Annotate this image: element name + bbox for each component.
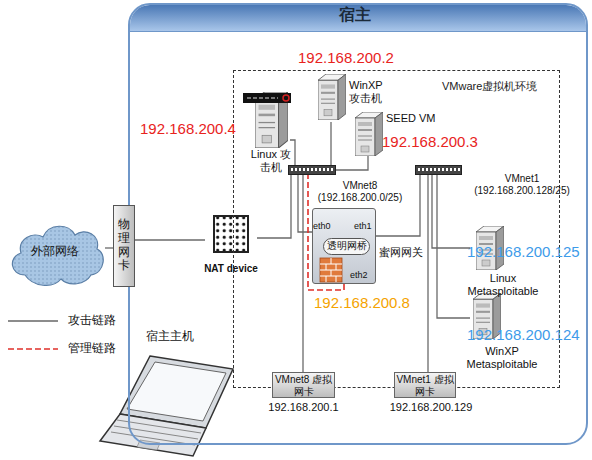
server-node: 192.168.200.125Linux Metasploitable	[470, 224, 532, 294]
node-label: VMnet1 (192.168.200.128/25)	[472, 173, 572, 196]
gateway-graphic	[336, 264, 337, 270]
node-sublabel: 192.168.200.129	[376, 401, 486, 414]
node-label: 192.168.200.2	[298, 49, 410, 66]
bridge-ellipse: 透明网桥	[323, 238, 370, 255]
node-label: 192.168.200.124	[467, 326, 592, 343]
legend-text: 管理链路	[68, 342, 116, 356]
attack-link	[257, 175, 291, 238]
nat-icon	[214, 216, 248, 252]
attack-link	[427, 175, 428, 372]
gateway-graphic	[326, 264, 327, 270]
attack-link	[105, 247, 113, 248]
node-label: SEED VM	[386, 112, 450, 125]
nat-icon	[215, 217, 247, 251]
gateway-graphic	[326, 276, 327, 282]
node-label: NAT device	[198, 263, 264, 275]
attack-link	[302, 175, 303, 372]
port-label: eth1	[354, 221, 372, 231]
laptop-illustration	[100, 414, 206, 456]
gateway-graphic	[313, 209, 375, 283]
attack-link	[298, 175, 312, 232]
server-node: 192.168.200.124WinXP Metasploitable	[470, 291, 532, 373]
virtual-nic-box: VMnet8 虚拟网卡192.168.200.1	[272, 372, 335, 398]
node-sublabel: 192.168.200.3	[382, 133, 494, 150]
gateway-graphic	[331, 258, 332, 264]
attack-link	[376, 175, 420, 236]
node-label: 192.168.200.125	[467, 243, 592, 260]
laptop-illustration	[100, 356, 233, 456]
legend-samples	[8, 321, 58, 349]
attack-link	[336, 156, 368, 170]
node-label: 透明网桥	[323, 240, 370, 252]
gateway-graphic	[336, 276, 337, 282]
node-sublabel: Linux 攻击机	[250, 148, 292, 173]
node-label: VMnet1 虚拟网卡	[394, 374, 456, 397]
switch-node: VMnet8 (192.168.200.0/25)	[288, 165, 336, 175]
node-label: VMnet8 虚拟网卡	[272, 374, 335, 397]
node-label: VMware虚拟机环境	[442, 80, 560, 93]
node-sublabel: WinXP 攻击机	[349, 79, 394, 104]
legend-samples	[8, 320, 58, 321]
server-icon	[318, 74, 346, 120]
logo-banner	[243, 93, 291, 103]
attack-link	[437, 175, 470, 318]
logo-banner	[243, 93, 291, 103]
port-label: eth2	[350, 270, 368, 280]
node-sublabel: 192.168.200.1	[252, 401, 355, 414]
virtual-nic-box: VMnet1 虚拟网卡192.168.200.129	[394, 372, 456, 398]
vm-environment-box: VMware虚拟机环境 192.168.200.4Linux 攻击机 192.168…	[233, 70, 560, 388]
server-node: 192.168.200.4Linux 攻击机	[252, 92, 290, 170]
server-icon	[355, 112, 383, 156]
attack-link	[330, 122, 331, 165]
cloud-node: 外部网络	[5, 213, 105, 291]
laptop-illustration	[137, 440, 160, 450]
server-icons	[255, 74, 504, 339]
gateway-graphic	[313, 209, 375, 283]
node-label: 宿主	[320, 6, 390, 24]
nat-icon	[214, 216, 248, 252]
legend-text: 攻击链路	[68, 314, 116, 328]
node-label: 192.168.200.4	[140, 120, 250, 137]
node-sublabel: 192.168.200.8	[314, 294, 426, 311]
port-label: eth0	[313, 221, 331, 231]
server-node: SEED VM192.168.200.3	[354, 110, 454, 156]
server-node: 192.168.200.2WinXP 攻击机	[316, 74, 391, 122]
node-sublabel: Linux Metasploitable	[458, 272, 548, 297]
switch-node: VMnet1 (192.168.200.128/25)	[415, 165, 462, 175]
nic-box: 物理网卡	[113, 205, 135, 287]
logo-banner	[247, 97, 278, 99]
nat-device: NAT device	[205, 213, 257, 277]
laptop-illustration	[127, 362, 226, 421]
attack-link	[432, 175, 470, 248]
node-sublabel: WinXP Metasploitable	[454, 345, 550, 370]
legend-samples	[8, 348, 58, 350]
logo-banner	[283, 95, 289, 101]
gateway-graphic	[331, 270, 332, 276]
node-label: 物理网卡	[113, 218, 135, 273]
port-label: 宿主主机	[146, 330, 194, 344]
gateway-graphic	[320, 258, 342, 282]
attack-link	[135, 239, 205, 240]
laptop-illustration	[114, 426, 198, 439]
node-label: 外部网络	[5, 245, 105, 259]
node-label: 蜜网网关	[379, 246, 429, 259]
node-label: VMnet8 (192.168.200.0/25)	[317, 180, 403, 203]
